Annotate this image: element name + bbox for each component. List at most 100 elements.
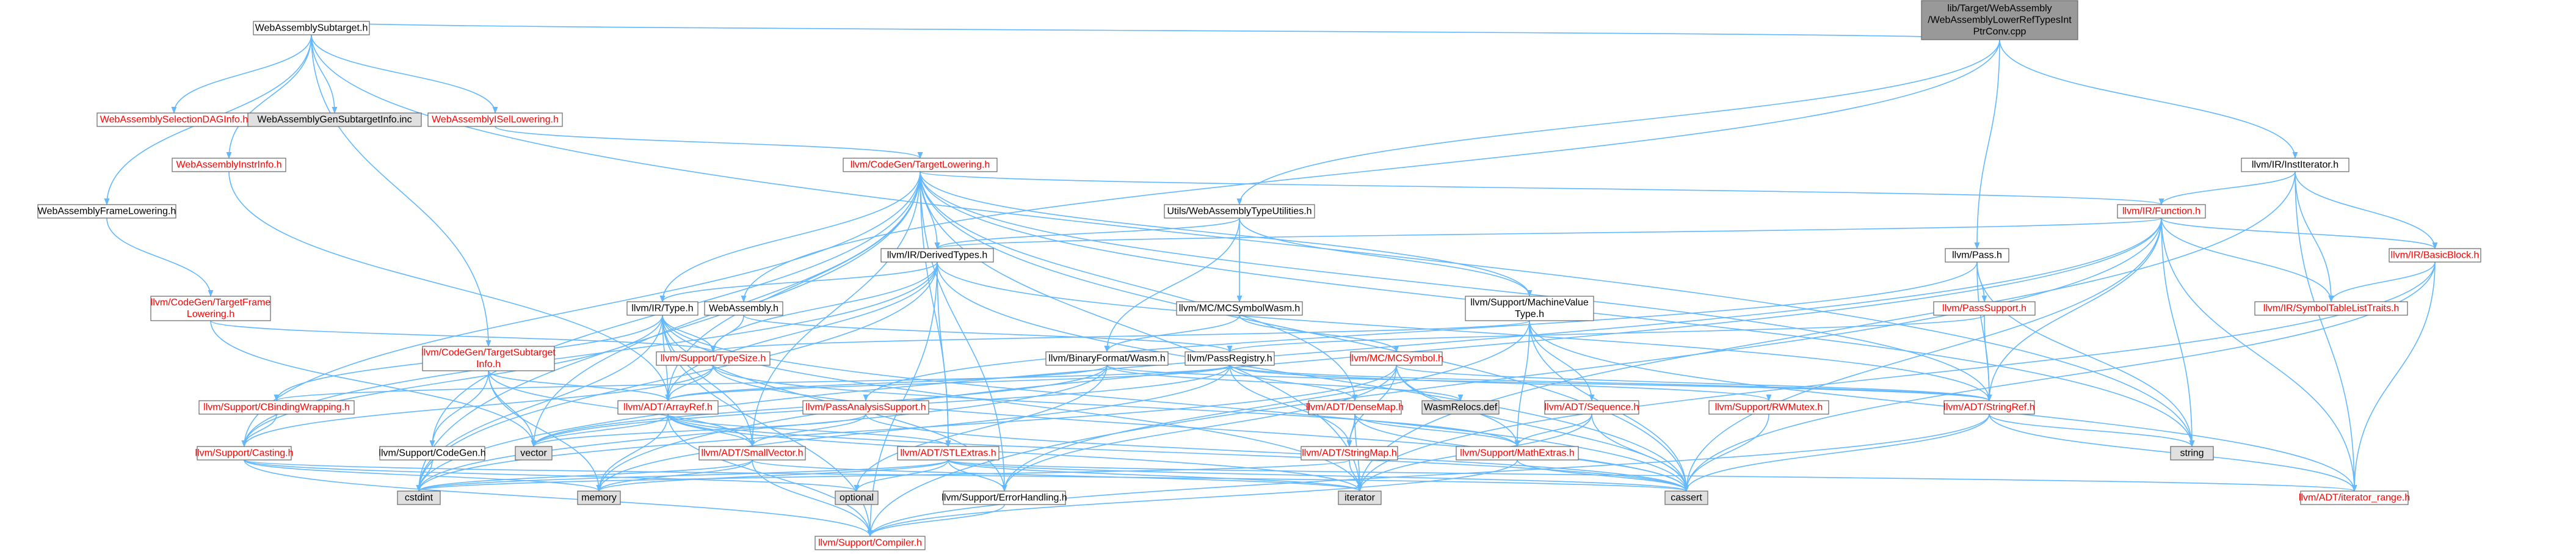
edge-densemap-to-stringmap [1346,414,1355,448]
edge-casting-to-cassert [244,459,1689,492]
node-mc-symbol[interactable]: llvm/MC/MCSymbol.h [1349,351,1443,366]
node-label: /WebAssemblyLowerRefTypesInt [1928,15,2072,26]
node-codegen-h[interactable]: llvm/Support/CodeGen.h [379,446,486,461]
node-label: cassert [1671,493,1702,503]
node-box [843,158,998,172]
edge-cg_tli-to-stringref [920,171,1992,402]
node-optional: optional [835,490,879,505]
node-label: lib/Target/WebAssembly [1947,4,2052,14]
edge-ir_bb-to-cassert [1683,261,2436,492]
node-box [1933,301,2036,316]
node-cg-tli[interactable]: llvm/CodeGen/TargetLowering.h [843,158,998,172]
node-label: WebAssemblyGenSubtargetInfo.inc [257,115,412,125]
edge-wa_typeutils-to-ir_derived [934,217,1240,250]
node-label: llvm/ADT/ArrayRef.h [623,403,713,413]
node-iter-range[interactable]: llvm/ADT/iterator_range.h [2299,490,2410,505]
edge-ir_function-to-ir_symtab [2161,217,2334,303]
edge-ir_bb-to-iter_range [2351,261,2436,492]
node-label: llvm/BinaryFormat/Wasm.h [1048,354,1165,364]
edge-cg_tli-to-iterator [920,171,1363,492]
node-label: llvm/ADT/Sequence.h [1545,403,1639,413]
edge-adt_sequence-to-cassert [1591,414,1689,492]
node-rwmutex[interactable]: llvm/Support/RWMutex.h [1708,400,1829,415]
node-label: llvm/CodeGen/TargetSubtarget [421,348,556,358]
node-box [2254,301,2408,316]
node-pass-analysis[interactable]: llvm/PassAnalysisSupport.h [802,400,929,415]
node-casting[interactable]: llvm/Support/Casting.h [195,446,294,461]
edge-wa_subtarget-to-cg_tsi [311,34,492,348]
node-box [1338,490,1382,505]
node-pass-support[interactable]: llvm/PassSupport.h [1933,301,2036,316]
node-wa-typeutils[interactable]: Utils/WebAssemblyTypeUtilities.h [1164,204,1315,219]
node-errorhandling[interactable]: llvm/Support/ErrorHandling.h [942,490,1067,505]
node-stringref[interactable]: llvm/ADT/StringRef.h [1943,400,2035,415]
node-ir-symtab[interactable]: llvm/IR/SymbolTableListTraits.h [2254,301,2408,316]
edge-pass_h-to-stringref [1976,261,1992,402]
edge-cg_tli-to-smallvector [749,171,921,448]
node-box [1421,400,1500,415]
edge-casting-to-memory [244,459,602,492]
node-cbw[interactable]: llvm/Support/CBindingWrapping.h [198,400,355,415]
node-label: llvm/CodeGen/TargetLowering.h [851,160,990,170]
node-box [802,400,929,415]
node-wasmrelocs: WasmRelocs.def [1421,400,1500,415]
node-arrayref[interactable]: llvm/ADT/ArrayRef.h [617,400,719,415]
node-label: llvm/Support/Compiler.h [818,538,922,549]
node-box [1945,248,2009,263]
edge-wa_subtarget-to-wa_gensub [311,34,338,114]
node-ir-type[interactable]: llvm/IR/Type.h [626,301,698,316]
node-mathextras[interactable]: llvm/Support/MathExtras.h [1456,446,1579,461]
node-bin-wasm[interactable]: llvm/BinaryFormat/Wasm.h [1045,351,1169,366]
node-ir-bb[interactable]: llvm/IR/BasicBlock.h [2389,248,2481,263]
node-wa-subtarget[interactable]: WebAssemblySubtarget.h [253,21,370,35]
node-cstdint: cstdint [397,490,441,505]
node-box [880,248,994,263]
node-box [197,446,292,461]
node-label: llvm/IR/Type.h [631,304,693,314]
node-label: llvm/Pass.h [1952,250,2002,261]
edge-arrayref-to-vector [531,414,669,448]
node-typesize[interactable]: llvm/Support/TypeSize.h [656,351,771,366]
node-label: llvm/Support/TypeSize.h [661,354,766,364]
node-compiler[interactable]: llvm/Support/Compiler.h [815,536,926,550]
node-wa-framelow[interactable]: WebAssemblyFrameLowering.h [37,204,176,219]
node-label: Info.h [476,359,501,370]
node-mc-symwasm[interactable]: llvm/MC/MCSymbolWasm.h [1176,301,1303,316]
node-box [1301,446,1398,461]
node-ir-derived[interactable]: llvm/IR/DerivedTypes.h [880,248,994,263]
node-box [617,400,719,415]
edge-root-to-wa_typeutils [1236,39,2000,206]
node-webassembly-h[interactable]: WebAssembly.h [704,301,783,316]
node-box [2117,204,2206,219]
edge-pass_registry-to-arrayref [665,365,1230,402]
edge-cg_tsi-to-codegen_h [429,370,489,448]
node-pass-registry[interactable]: llvm/PassRegistry.h [1185,351,1275,366]
node-box [253,21,370,35]
node-box [943,490,1066,505]
edge-pass_support-to-stringref [1984,315,1992,402]
node-stringmap[interactable]: llvm/ADT/StringMap.h [1301,446,1398,461]
node-ir-institer[interactable]: llvm/IR/InstIterator.h [2241,158,2349,172]
node-adt-sequence[interactable]: llvm/ADT/Sequence.h [1544,400,1639,415]
node-stlextras[interactable]: llvm/ADT/STLExtras.h [897,446,1000,461]
node-label: llvm/ADT/iterator_range.h [2299,493,2410,503]
node-box [2170,446,2214,461]
node-ir-function[interactable]: llvm/IR/Function.h [2117,204,2206,219]
edge-bin_wasm-to-stringref [1106,365,1992,402]
node-wa-isel[interactable]: WebAssemblyISelLowering.h [427,112,563,127]
edge-svt-to-iter_range [1529,320,2357,492]
edge-cg_tsi-to-vector [488,370,537,448]
node-smallvector[interactable]: llvm/ADT/SmallVector.h [698,446,806,461]
node-label: llvm/ADT/SmallVector.h [701,448,803,459]
node-wa-seldag[interactable]: WebAssemblySelectionDAGInfo.h [96,112,252,127]
edge-stlextras-to-memory [596,459,949,492]
node-pass-h[interactable]: llvm/Pass.h [1945,248,2009,263]
node-wa-instrinfo[interactable]: WebAssemblyInstrInfo.h [172,158,286,172]
node-densemap[interactable]: llvm/ADT/DenseMap.h [1306,400,1404,415]
edge-cbw-to-casting [241,414,277,448]
node-box [1943,400,2035,415]
